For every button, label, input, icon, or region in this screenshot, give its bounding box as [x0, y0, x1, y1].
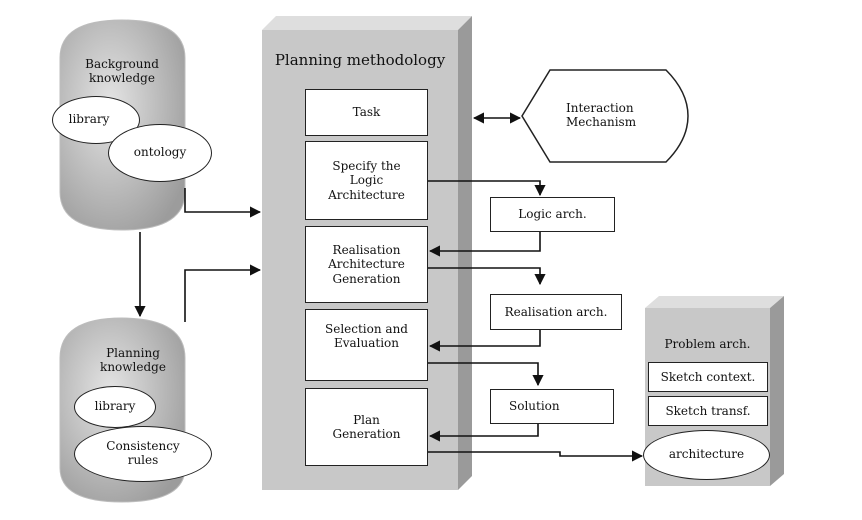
- planning-knowledge-title: Planning knowledge: [100, 346, 166, 374]
- interaction-mechanism-shape: [521, 69, 689, 163]
- realisation-arch-box: Realisation arch.: [490, 294, 622, 330]
- step-plan-generation: Plan Generation: [305, 388, 428, 466]
- arrow-logic-to-realisation: [428, 232, 541, 257]
- planning-library-ellipse: library: [74, 386, 156, 428]
- arrow-specify-to-logic: [428, 180, 546, 197]
- solution-box: Solution: [490, 389, 614, 424]
- interaction-mechanism-label: Interaction Mechanism: [566, 101, 637, 129]
- step-selection: Selection and Evaluation: [305, 309, 428, 381]
- architecture-ellipse: architecture: [643, 430, 770, 480]
- sketch-transf-box: Sketch transf.: [648, 396, 768, 426]
- arrow-realisation-to-arch: [428, 267, 546, 286]
- arrow-planning-to-methodology: [184, 264, 262, 322]
- methodology-title: Planning methodology: [274, 51, 446, 69]
- step-task: Task: [305, 89, 428, 136]
- step-specify-logic: Specify the Logic Architecture: [305, 141, 428, 220]
- methodology-panel-side: [458, 16, 472, 490]
- logic-arch-box: Logic arch.: [490, 197, 615, 232]
- arrow-solution-to-plan: [428, 424, 539, 442]
- arrow-selection-to-solution: [428, 362, 544, 387]
- background-knowledge-title: Background knowledge: [85, 57, 159, 85]
- problem-panel-side: [770, 296, 784, 486]
- consistency-rules-ellipse: Consistency rules: [74, 426, 212, 482]
- arrow-background-to-methodology: [184, 188, 262, 218]
- problem-arch-title: Problem arch.: [664, 337, 751, 351]
- arrow-plan-to-architecture: [428, 450, 644, 462]
- step-realisation: Realisation Architecture Generation: [305, 226, 428, 303]
- sketch-context-box: Sketch context.: [648, 362, 768, 392]
- methodology-panel-top: [262, 16, 472, 30]
- problem-panel-top: [645, 296, 784, 308]
- background-ontology-ellipse: ontology: [108, 124, 212, 182]
- arrow-arch-to-selection: [428, 330, 541, 352]
